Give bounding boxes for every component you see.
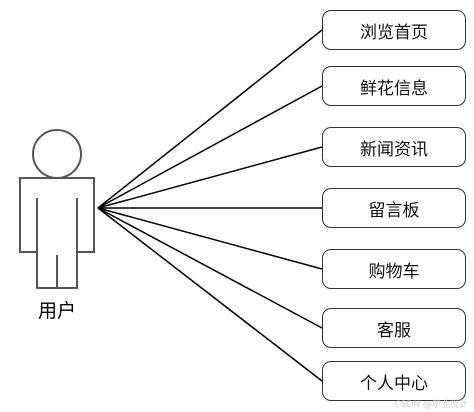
association-line [97,207,323,329]
use-case-label: 购物车 [368,261,420,282]
actor-label: 用户 [37,300,76,322]
actor-head [32,129,82,179]
use-case-personal-center[interactable]: 个人中心 [322,361,466,401]
use-case-label: 留言板 [368,200,420,221]
use-case-label: 浏览首页 [360,22,428,43]
use-case-browse-home[interactable]: 浏览首页 [322,10,466,50]
use-case-label: 个人中心 [360,373,428,394]
use-case-message-board[interactable]: 留言板 [322,188,466,228]
use-case-news[interactable]: 新闻资讯 [322,127,466,167]
use-case-customer-service[interactable]: 客服 [322,308,466,348]
association-line [97,29,323,209]
use-case-label: 鲜花信息 [360,78,428,99]
association-line [97,207,323,382]
use-case-label: 新闻资讯 [360,139,428,160]
use-case-flower-info[interactable]: 鲜花信息 [322,66,466,106]
use-case-shopping-cart[interactable]: 购物车 [322,249,466,289]
association-lines [97,29,323,382]
association-line [97,85,323,209]
watermark: CSDN @毕业设计 [394,400,468,410]
actor-body [19,177,95,289]
user-actor-icon [19,129,95,289]
association-line [97,207,323,270]
use-case-label: 客服 [377,320,411,341]
association-line [97,146,323,209]
